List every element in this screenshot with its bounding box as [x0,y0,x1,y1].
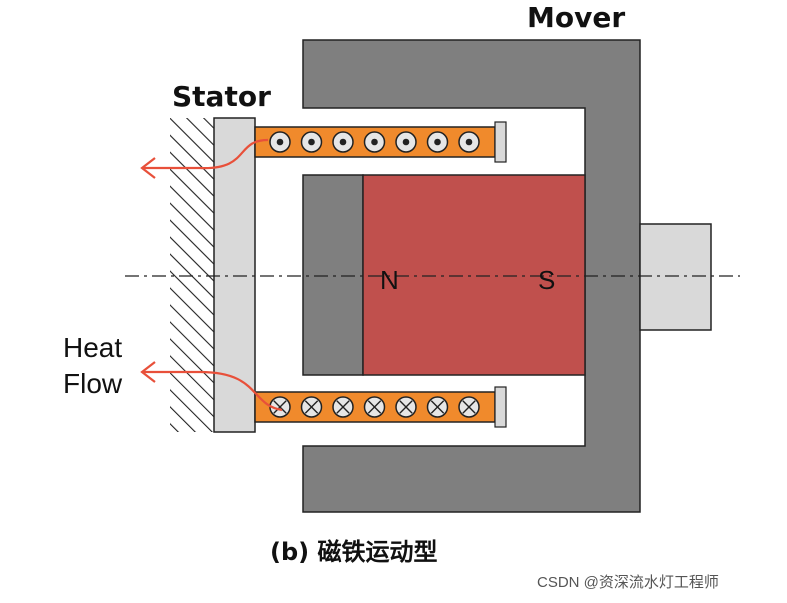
coil-top-dot-symbol [269,131,291,153]
coil-top-end [494,121,507,163]
coil-top-conductors [269,131,480,153]
coil-bottom-cross-symbol [458,396,480,418]
heat-flow-arrowhead-bottom [140,361,156,383]
coil-bottom-conductors [269,396,480,418]
coil-top-dot-symbol [395,131,417,153]
coil-bottom-end [494,386,507,428]
pole-n-label: N [380,265,399,295]
permanent-magnet [362,174,586,376]
heat-flow-arrow-top [142,138,269,170]
mover-body [302,39,641,513]
coil-bottom-cross-symbol [332,396,354,418]
coil-bottom-cross-symbol [395,396,417,418]
heat-flow-label-line2: Flow [63,368,123,399]
coil-top-dot-symbol [426,131,449,153]
stator-label: Stator [172,80,271,113]
figure-caption: (b) 磁铁运动型 [270,538,437,566]
heat-flow-label-line1: Heat [63,332,122,363]
stator-plate [213,117,256,433]
coil-top-dot-symbol [300,131,323,153]
coil-top-dot-symbol [332,131,354,153]
back-iron [302,174,364,376]
pole-s-label: S [538,265,555,295]
coil-bottom-cross-symbol [426,396,449,418]
mover-label: Mover [527,1,625,34]
coil-bottom-cross-symbol [363,396,386,418]
mover-shaft [639,223,712,331]
coil-top-dot-symbol [458,131,480,153]
heat-flow-arrow-bottom [142,370,283,412]
coil-top-dot-symbol [363,131,386,153]
coil-bottom-cross-symbol [269,396,291,418]
fixed-wall-hatch [170,118,214,432]
coil-bottom-cross-symbol [300,396,323,418]
watermark: CSDN @资深流水灯工程师 [537,574,719,591]
heat-flow-arrowhead-top [140,157,156,179]
